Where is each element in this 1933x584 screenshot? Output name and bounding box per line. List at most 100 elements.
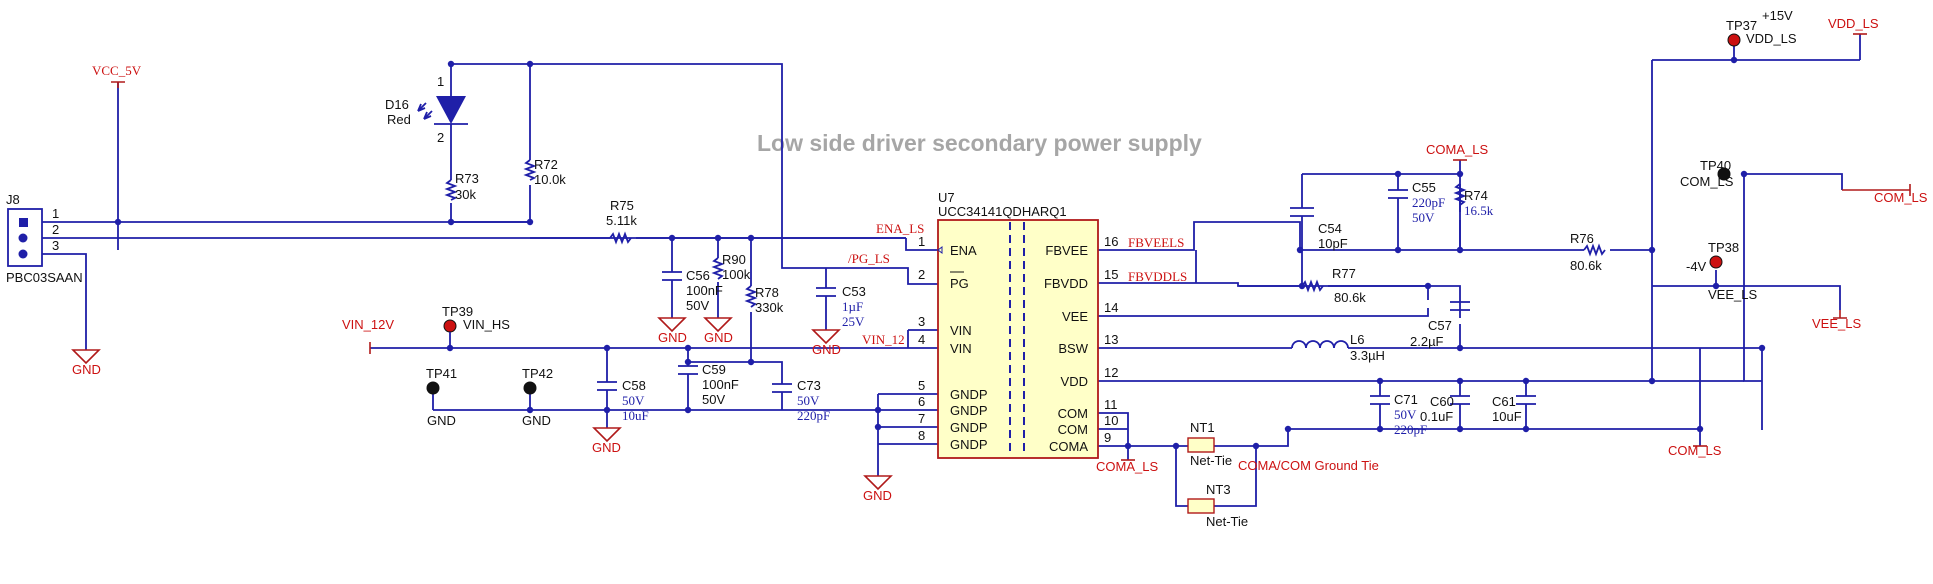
l6-value: 3.3µH [1350, 348, 1385, 363]
testpoint-tp40: TP40 COM_LS [1680, 158, 1734, 189]
junction-dot [1424, 282, 1432, 290]
r76-ref: R76 [1570, 231, 1594, 246]
r77-ref: R77 [1332, 266, 1356, 281]
junction-dot [1740, 170, 1748, 178]
u7-pin-name: VIN [950, 323, 972, 338]
j8-pin1: 1 [52, 206, 59, 221]
r90-ref: R90 [722, 252, 746, 267]
tp39-net: VIN_HS [463, 317, 510, 332]
c73-value: 220pF [797, 408, 830, 423]
gnd-label: GND [863, 488, 892, 503]
net-ena-ls: ENA_LS [876, 221, 924, 236]
vee-ls-right-label: VEE_LS [1812, 316, 1861, 331]
ground-icon [703, 317, 733, 333]
d16-ref: D16 [385, 97, 409, 112]
c53-rating: 25V [842, 314, 865, 329]
junction-dot [1172, 442, 1180, 450]
r73-ref: R73 [455, 171, 479, 186]
capacitor-c56: C56 100nF 50V [662, 268, 723, 313]
power-coma-ls-bottom: COMA_LS [1096, 459, 1158, 474]
c57-ref: C57 [1428, 318, 1452, 333]
junction-dot [668, 234, 676, 242]
junction-dot [874, 423, 882, 431]
u7-pin-name: GNDP [950, 420, 988, 435]
gnd-label: GND [704, 330, 733, 345]
resistor-r77: R77 80.6k [1301, 266, 1366, 305]
capacitor-c55: C55 220pF 50V [1388, 180, 1445, 225]
tp37-net: VDD_LS [1746, 31, 1797, 46]
ic-u7: U7 UCC34141QDHARQ1 1ENA2PG3VIN4VIN5GNDP6… [918, 190, 1118, 459]
c73-ref: C73 [797, 378, 821, 393]
c53-value: 1µF [842, 299, 863, 314]
c55-value: 220pF [1412, 195, 1445, 210]
junction-dot [603, 406, 611, 414]
plus15v-label: +15V [1762, 8, 1793, 23]
junction-dot [1456, 344, 1464, 352]
power-vee-ls-right: VEE_LS [1812, 310, 1861, 331]
minus4v-label: -4V [1686, 259, 1707, 274]
c58-ref: C58 [622, 378, 646, 393]
u7-pin-num: 16 [1104, 234, 1118, 249]
c59-rating: 50V [702, 392, 725, 407]
tp40-ref: TP40 [1700, 158, 1731, 173]
c55-ref: C55 [1412, 180, 1436, 195]
u7-pin-num: 9 [1104, 430, 1111, 445]
junction-dot [747, 234, 755, 242]
u7-part: UCC34141QDHARQ1 [938, 204, 1067, 219]
r72-ref: R72 [534, 157, 558, 172]
j8-ref: J8 [6, 192, 20, 207]
capacitor-c71: C71 50V 220pF [1370, 392, 1427, 437]
power-com-ls-right: COM_LS [1842, 184, 1928, 205]
u7-pin-name: PG [950, 276, 969, 291]
junctions [114, 56, 1766, 450]
u7-pin-name: VDD [1061, 374, 1088, 389]
junction-dot [874, 406, 882, 414]
u7-pin-num: 5 [918, 378, 925, 393]
junction-dot [1376, 425, 1384, 433]
j8-pin2: 2 [52, 222, 59, 237]
gnd-label: GND [812, 342, 841, 357]
junction-dot [114, 218, 122, 226]
wires [24, 34, 1861, 507]
resistor-r75: R75 5.11k [606, 198, 637, 245]
junction-dot [1522, 377, 1530, 385]
com-ls-bottom-label: COM_LS [1668, 443, 1722, 458]
u7-pin-num: 3 [918, 314, 925, 329]
junction-dot [1394, 170, 1402, 178]
net-pg-ls: /PG_LS [848, 251, 890, 266]
resistor-r76: R76 80.6k [1570, 231, 1606, 273]
junction-dot [1730, 56, 1738, 64]
junction-dot [684, 358, 692, 366]
ground-icon [592, 427, 622, 443]
net-fbveels: FBVEELS [1128, 235, 1184, 250]
j8-part: PBC03SAAN [6, 270, 83, 285]
junction-dot [1758, 344, 1766, 352]
power-com-ls-bottom: COM_LS [1668, 443, 1722, 458]
capacitor-c57: C57 2.2µF [1410, 301, 1470, 349]
u7-pin-num: 14 [1104, 300, 1118, 315]
capacitor-c61: C61 10uF [1492, 394, 1536, 424]
c54-value: 10pF [1318, 236, 1348, 251]
junction-dot [1252, 442, 1260, 450]
d16-pin1: 1 [437, 74, 444, 89]
resistor-r73: R73 30k [444, 171, 479, 202]
junction-dot [1124, 442, 1132, 450]
tp41-ref: TP41 [426, 366, 457, 381]
com-ls-right-label: COM_LS [1874, 190, 1928, 205]
resistor-r78: R78 330k [744, 285, 784, 315]
u7-pin-name: COMA [1049, 439, 1088, 454]
u7-pin-num: 8 [918, 428, 925, 443]
u7-pin-name: BSW [1058, 341, 1088, 356]
junction-dot [1648, 246, 1656, 254]
c55-rating: 50V [1412, 210, 1435, 225]
u7-pin-name: VEE [1062, 309, 1088, 324]
c71-value: 220pF [1394, 422, 1427, 437]
gnd-label: GND [658, 330, 687, 345]
testpoint-tp42: TP42 GND [522, 366, 553, 428]
diagram-title: Low side driver secondary power supply [757, 130, 1202, 156]
junction-dot [1376, 377, 1384, 385]
junction-dot [684, 344, 692, 352]
testpoint-tp37: TP37 VDD_LS [1726, 18, 1797, 47]
